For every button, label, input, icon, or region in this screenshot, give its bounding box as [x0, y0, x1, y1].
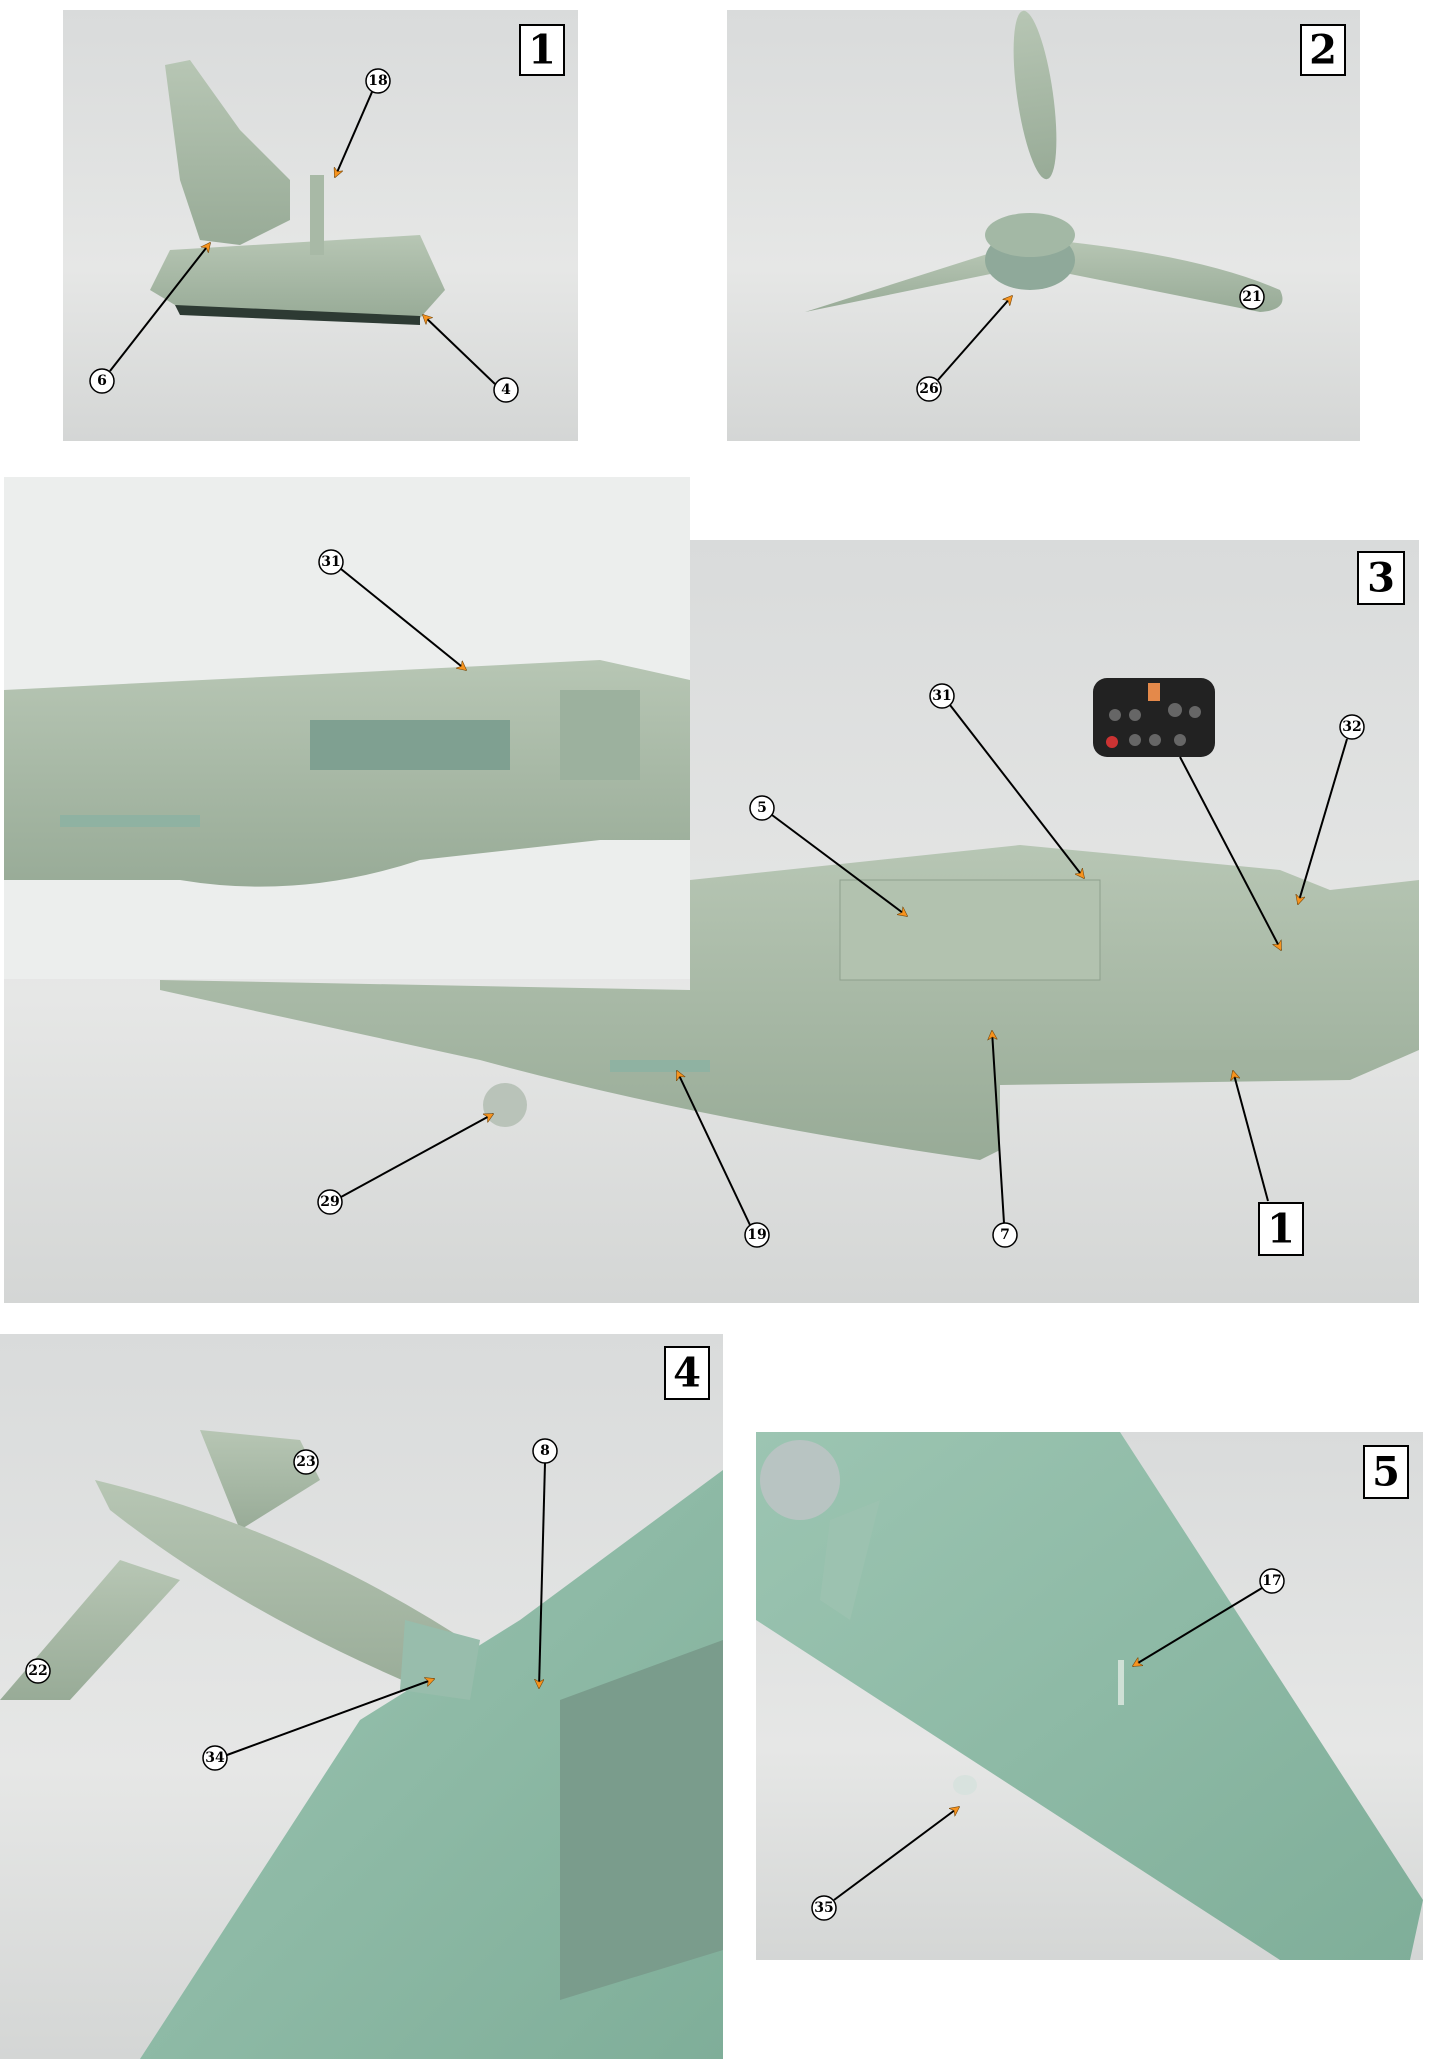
- step-3-panel: 3: [4, 540, 1419, 1303]
- svg-text:8: 8: [540, 1443, 550, 1459]
- svg-text:17: 17: [1262, 1573, 1281, 1589]
- callout-part-18: 18: [335, 68, 391, 177]
- step-badge: [664, 1346, 710, 1400]
- svg-text:18: 18: [368, 73, 387, 89]
- callout-part-5: 5: [749, 795, 907, 916]
- step-number: 1: [528, 27, 556, 74]
- step-number: 2: [1309, 27, 1337, 74]
- step-badge: [1363, 1445, 1409, 1499]
- svg-text:6: 6: [97, 373, 107, 389]
- instrument-panel-icon: [1093, 678, 1215, 757]
- callout-part-34: 34: [202, 1679, 434, 1771]
- wing-part: [756, 1432, 1423, 1960]
- step-1-panel: 1 18 6 4: [63, 10, 578, 441]
- callout-part-7: 7: [992, 1031, 1018, 1248]
- seat-and-floor-part: [150, 60, 445, 325]
- propeller-part: [805, 10, 1283, 312]
- callout-part-6: 6: [89, 243, 210, 394]
- svg-text:26: 26: [919, 381, 938, 397]
- callout-step-1-assembly: 1: [1233, 1071, 1304, 1256]
- callout-part-29: 29: [317, 1113, 493, 1215]
- svg-text:32: 32: [1342, 719, 1361, 735]
- fuselage-half-part: [160, 845, 1419, 1160]
- svg-text:4: 4: [501, 382, 511, 398]
- svg-text:31: 31: [321, 554, 340, 570]
- svg-text:1: 1: [1267, 1206, 1295, 1253]
- callout-part-19: 19: [677, 1071, 770, 1248]
- callout-part-21: 21: [1239, 284, 1265, 310]
- svg-text:23: 23: [296, 1454, 315, 1470]
- step-badge: [1300, 24, 1346, 76]
- svg-text:19: 19: [747, 1227, 766, 1243]
- svg-text:22: 22: [28, 1663, 47, 1679]
- airframe-part: [0, 1430, 723, 2059]
- step-number: 3: [1367, 555, 1395, 602]
- step-badge: [519, 24, 565, 76]
- step-4-panel: 4 23 22 8 34: [0, 1334, 723, 2059]
- callout-part-31-inset: 31: [318, 549, 466, 670]
- svg-text:29: 29: [320, 1194, 339, 1210]
- callout-part-4: 4: [423, 315, 519, 403]
- callout-part-22: 22: [25, 1658, 51, 1684]
- step-badge: [1357, 551, 1405, 605]
- svg-text:31: 31: [932, 688, 951, 704]
- svg-text:21: 21: [1242, 289, 1261, 305]
- callout-part-17: 17: [1133, 1568, 1285, 1666]
- svg-text:7: 7: [1000, 1227, 1010, 1243]
- callout-part-35: 35: [811, 1807, 959, 1921]
- svg-text:5: 5: [757, 800, 767, 816]
- callout-part-31: 31: [929, 683, 1084, 878]
- callout-part-23: 23: [293, 1449, 319, 1475]
- callout-part-26: 26: [916, 296, 1012, 402]
- step-2-panel: 2 21 26: [727, 10, 1360, 441]
- step-number: 4: [673, 1350, 701, 1397]
- svg-text:35: 35: [814, 1900, 833, 1916]
- step-number: 5: [1372, 1449, 1400, 1496]
- step-5-panel: 5 17 35: [756, 1432, 1423, 1960]
- step-3-inset-panel: 31: [4, 477, 690, 979]
- callout-part-8: 8: [532, 1438, 558, 1688]
- svg-text:34: 34: [205, 1750, 225, 1766]
- callout-part-32: 32: [1179, 714, 1365, 950]
